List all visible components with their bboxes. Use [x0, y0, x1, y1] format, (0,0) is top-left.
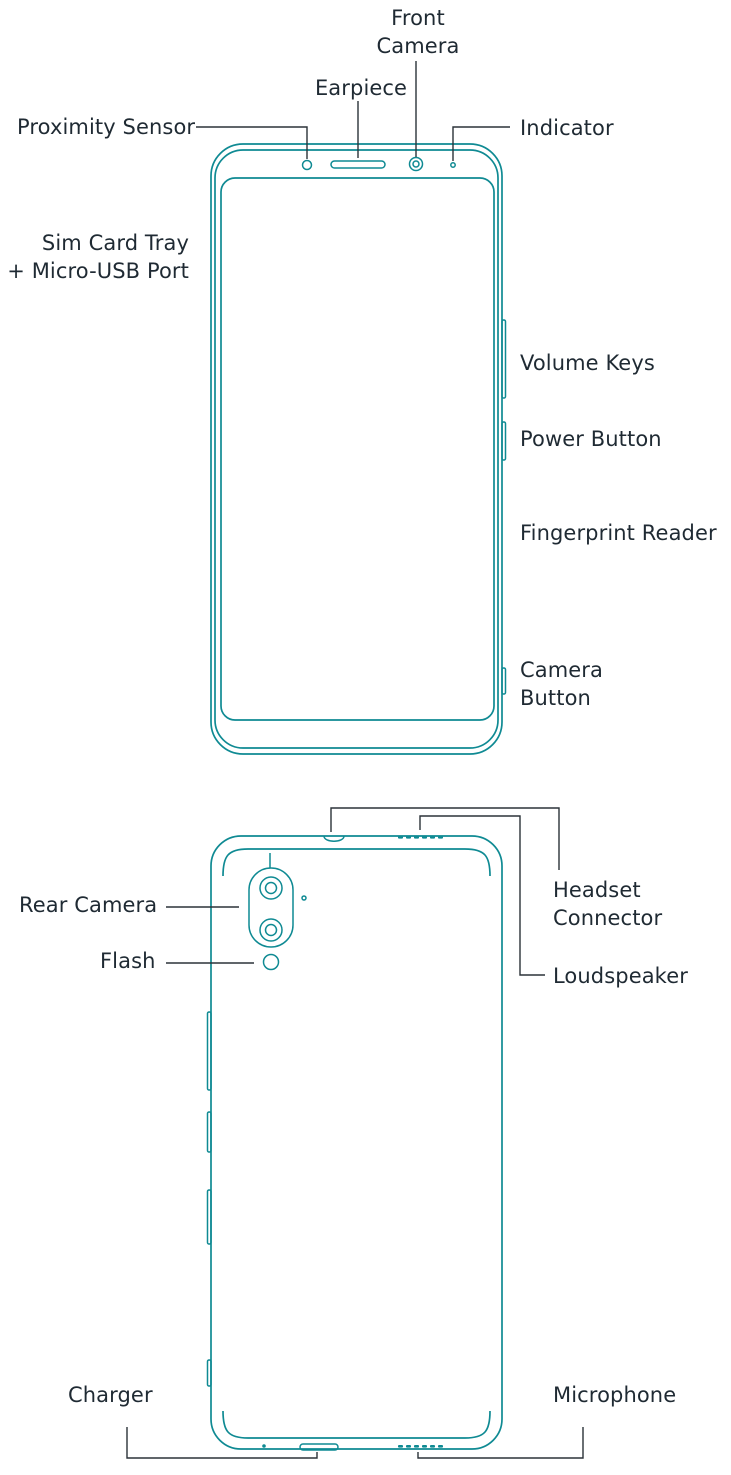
bottom-screw-dot	[262, 1444, 266, 1448]
flash-label: Flash	[100, 949, 156, 973]
rear-camera-lens-2-inner	[264, 923, 278, 937]
back-power-button-side	[206, 1111, 212, 1153]
headset-connector-leader	[330, 807, 560, 870]
volume-keys-label: Volume Keys	[520, 351, 655, 375]
front-camera-lens-outer	[408, 156, 424, 172]
proximity-sensor-leader	[196, 126, 308, 159]
flash-lens	[262, 953, 280, 971]
headset-connector-port	[323, 835, 345, 842]
headset-connector-label: Headset Connector	[553, 878, 663, 930]
indicator-leader	[452, 126, 510, 161]
rear-camera-lens-2-outer	[259, 918, 283, 942]
microphone-leader	[417, 1427, 584, 1459]
power-button-side	[501, 421, 507, 461]
earpiece-label: Earpiece	[314, 76, 408, 100]
indicator-label: Indicator	[520, 116, 614, 140]
back-volume-keys-side	[206, 1011, 212, 1091]
sim-card-tray-label: Sim Card Tray + Micro-USB Port	[7, 231, 189, 283]
charger-leader	[126, 1427, 318, 1459]
back-phone-outer-body	[210, 835, 503, 1450]
rear-camera-module	[248, 867, 294, 948]
front-phone-screen	[220, 177, 495, 721]
rear-camera-lens-1-inner	[264, 881, 278, 895]
back-leader-lines	[126, 807, 584, 1459]
fingerprint-reader-label: Fingerprint Reader	[520, 521, 717, 545]
charger-port	[299, 1443, 339, 1451]
back-phone	[206, 835, 503, 1451]
camera-button-side	[501, 667, 507, 695]
volume-keys-button	[501, 319, 507, 399]
power-button-label: Power Button	[520, 427, 662, 451]
microphone-label: Microphone	[553, 1383, 677, 1407]
top-speaker-holes	[398, 836, 443, 839]
rear-sensor-dot	[301, 895, 307, 901]
rear-camera-label: Rear Camera	[19, 893, 158, 917]
front-leader-lines	[196, 61, 510, 161]
rear-camera-lens-1-outer	[259, 876, 283, 900]
proximity-sensor-dot	[301, 159, 313, 171]
loudspeaker-label: Loudspeaker	[553, 964, 688, 988]
front-phone	[210, 143, 507, 755]
indicator-dot	[450, 162, 456, 168]
back-phone-top-rail	[222, 848, 491, 877]
front-camera-lens-inner	[412, 160, 420, 168]
front-phone-outer-body	[210, 143, 503, 755]
back-phone-bottom-rail	[222, 1410, 491, 1439]
front-phone-inner-bezel	[214, 149, 499, 749]
proximity-sensor-label: Proximity Sensor	[17, 115, 196, 139]
bottom-mic-holes	[398, 1445, 443, 1448]
back-fingerprint-side	[206, 1189, 212, 1245]
loudspeaker-leader	[419, 815, 545, 976]
front-camera-label: Front Camera	[376, 6, 460, 58]
back-camera-button-side	[206, 1359, 212, 1387]
charger-label: Charger	[68, 1383, 153, 1407]
earpiece-slot	[330, 160, 386, 169]
camera-button-label: Camera Button	[520, 658, 604, 710]
